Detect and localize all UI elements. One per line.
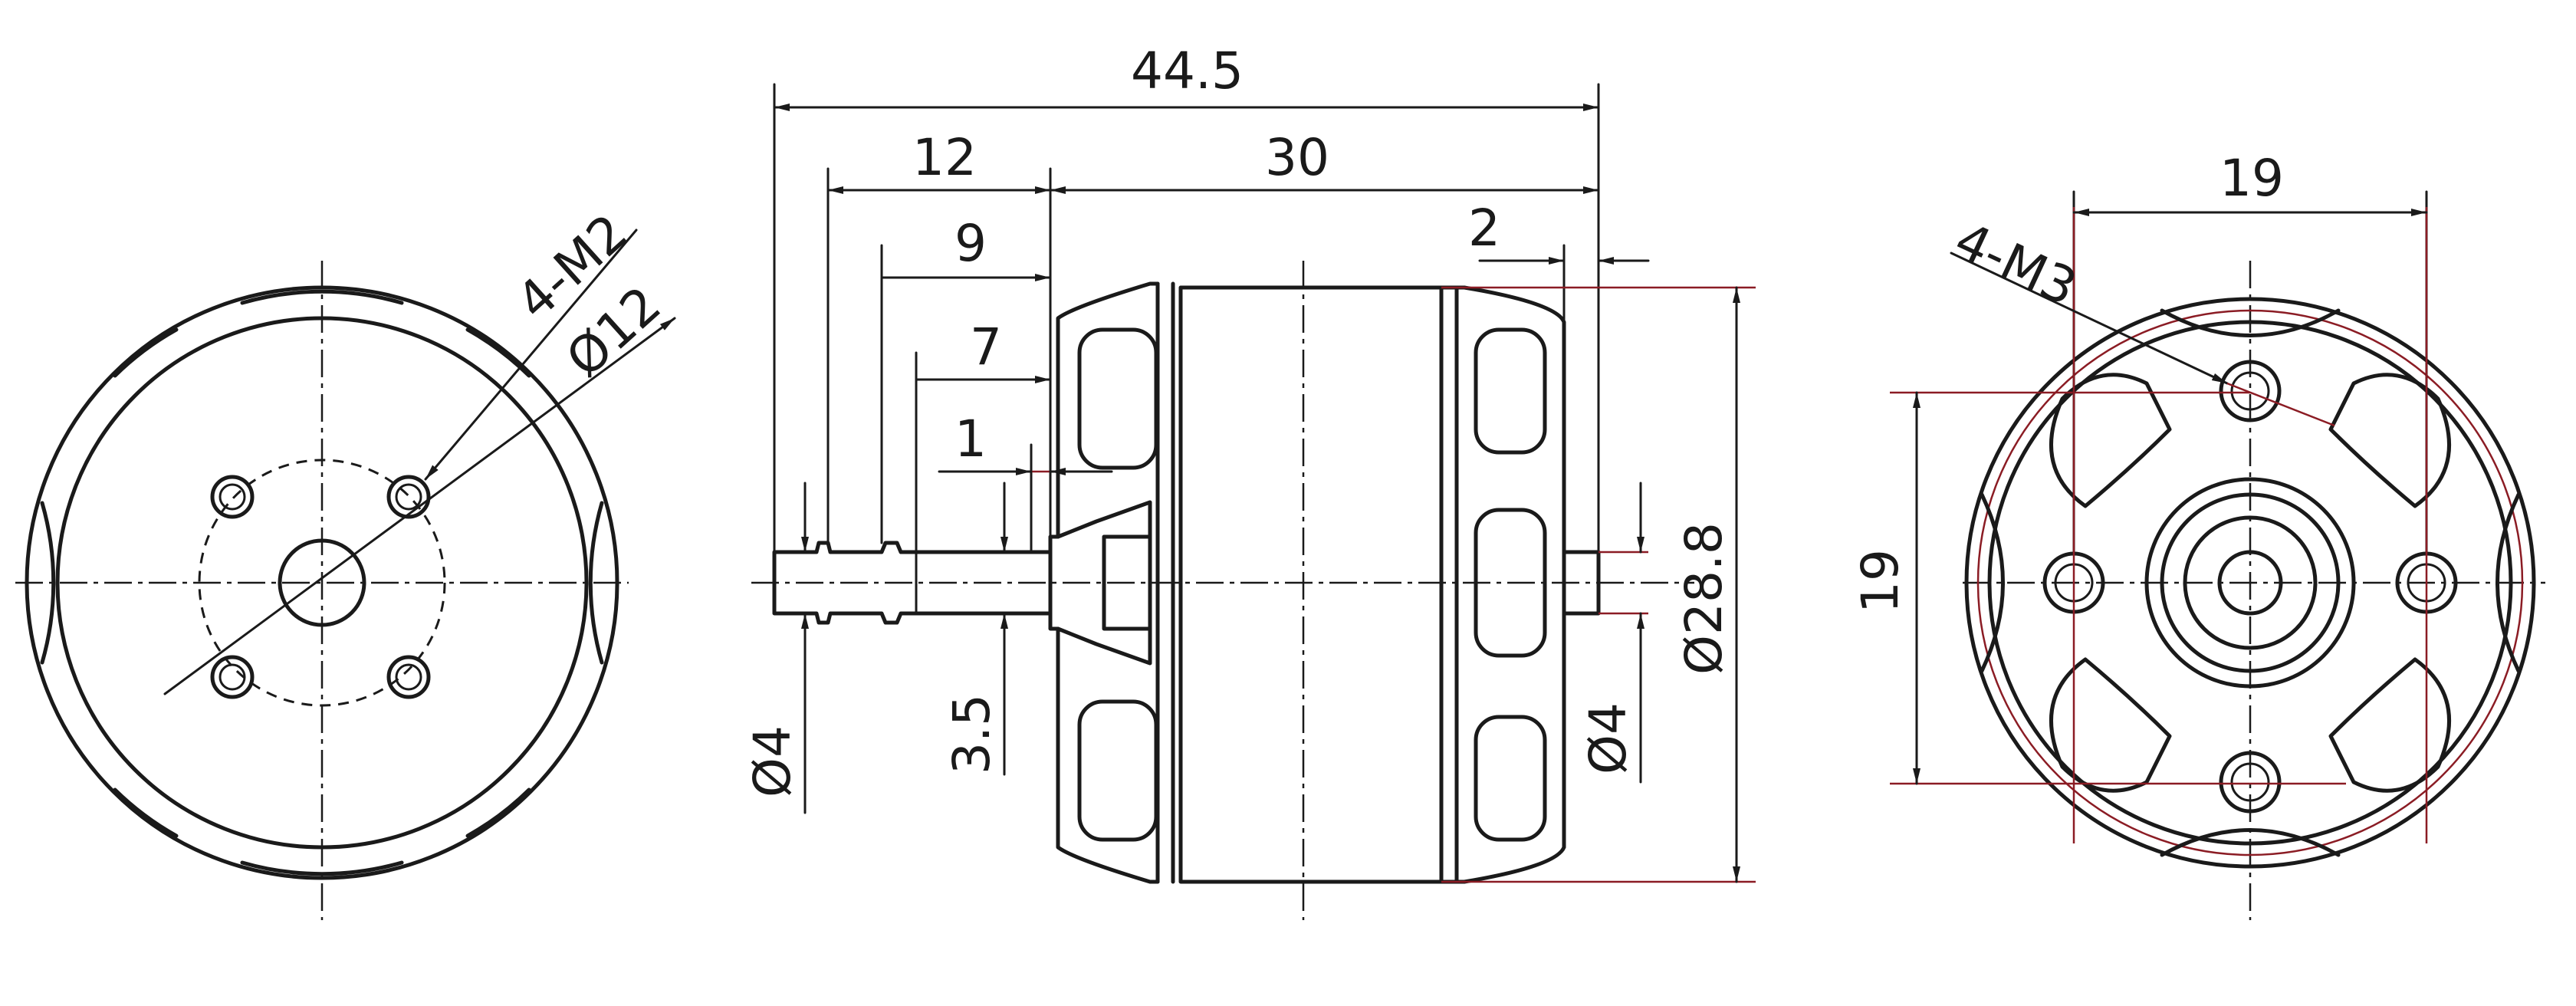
side-rear-bell — [1462, 285, 1566, 884]
dim-shaft-to-can: 12 — [912, 128, 977, 187]
rear-shaft — [2217, 550, 2283, 616]
dim-7: 7 — [970, 317, 1002, 376]
side-can-body — [1178, 285, 1444, 884]
front-inner-rim — [55, 316, 589, 850]
rear-dim-vertical: 19 — [1851, 549, 1910, 613]
dim-groove: 3.5 — [942, 694, 1001, 774]
rear-dim-horizontal: 19 — [2220, 149, 2284, 208]
dim-overall: 44.5 — [1131, 41, 1244, 100]
dim-shaft-dia-front: Ø4 — [743, 725, 802, 797]
dim-shaft-dia-rear: Ø4 — [1579, 702, 1638, 774]
side-rear-shaft — [1562, 550, 1601, 616]
front-view: 4-M2 Ø12 — [15, 202, 676, 920]
front-mount-holes — [210, 475, 431, 699]
front-vent-slots — [40, 289, 604, 876]
rear-hub-outer — [2144, 477, 2356, 689]
front-outer-rim — [25, 285, 619, 880]
rear-kidney-slots — [2049, 373, 2452, 793]
front-shaft-hole — [278, 538, 366, 627]
dim-2: 2 — [1468, 199, 1500, 258]
rear-view: 4-M3 19 19 — [1851, 149, 2545, 920]
side-view: 44.5 12 30 9 7 1 2 Ø4 3.5 Ø4 Ø28.8 — [743, 41, 1756, 920]
rear-outer-rim — [1964, 297, 2536, 869]
dim-1: 1 — [955, 409, 987, 468]
rear-holes-label: 4-M3 — [1946, 211, 2085, 317]
dim-body-dia: Ø28.8 — [1674, 522, 1733, 675]
front-bolt-circle — [198, 459, 446, 707]
dim-9: 9 — [955, 214, 987, 273]
dim-can: 30 — [1265, 128, 1329, 187]
